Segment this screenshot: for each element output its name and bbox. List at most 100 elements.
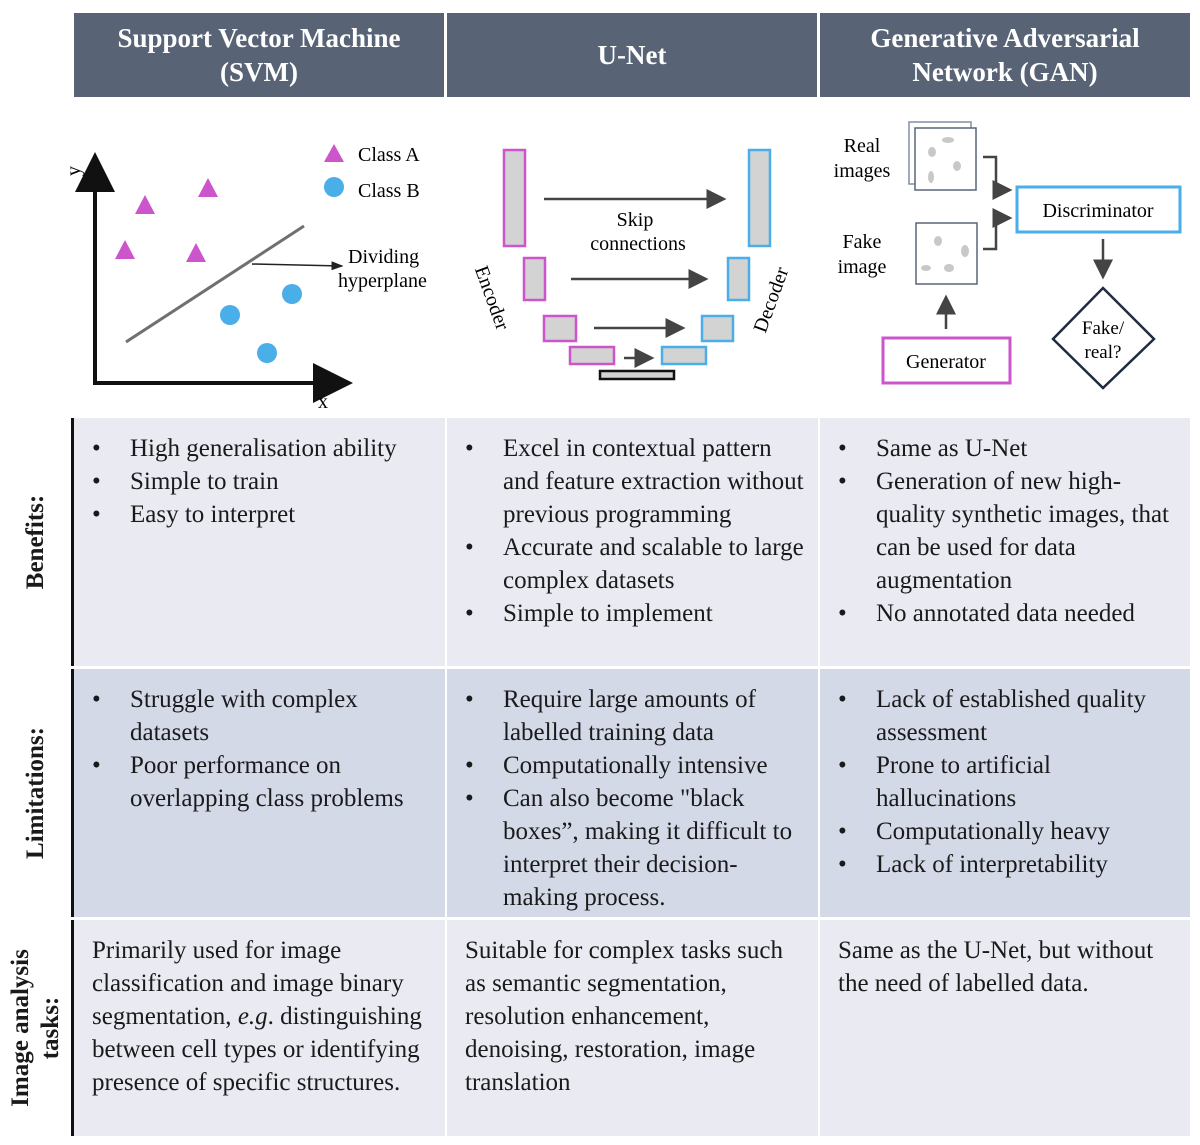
discriminator-label: Discriminator	[1042, 200, 1153, 222]
class-b-point	[257, 343, 277, 363]
list-item: Generation of new high-quality synthetic…	[838, 465, 1176, 597]
x-axis-label: x	[318, 391, 328, 413]
class-a-point	[186, 243, 206, 262]
decoder-block	[747, 148, 772, 248]
legend-class-b-label: Class B	[358, 180, 420, 202]
tasks-gan-cell: Same as the U-Net, but without the need …	[820, 920, 1190, 1136]
list-item: Lack of established quality assessment	[838, 683, 1176, 749]
encoder-block	[522, 256, 547, 302]
hyperplane-label-line1: Dividing	[348, 246, 419, 268]
decoder-block	[660, 345, 708, 366]
row-label-tasks-line1: Image analysis	[7, 949, 34, 1107]
tasks-unet-text: Suitable for complex tasks such as seman…	[465, 937, 783, 1096]
benefits-svm-cell: High generalisation ability Simple to tr…	[74, 418, 445, 666]
gan-diagram: Real images Fake image Discriminator Fak…	[834, 121, 1182, 390]
legend-class-a-label: Class A	[358, 144, 420, 166]
row-label-tasks-line2: tasks:	[37, 996, 64, 1060]
row-divider-tasks	[71, 920, 74, 1136]
real-images-label-line2: images	[834, 160, 891, 182]
cell-blob	[942, 137, 954, 143]
list-item: Easy to interpret	[92, 498, 431, 531]
legend-class-a-icon	[324, 144, 344, 162]
class-b-point	[220, 305, 240, 325]
fake-image-label-line2: image	[838, 256, 887, 278]
benefits-unet-cell: Excel in contextual pattern and feature …	[447, 418, 818, 666]
list-item: Require large amounts of labelled traini…	[465, 683, 804, 749]
unet-diagram: Skip connections Encoder Decoder	[470, 148, 793, 381]
tasks-svm-text-part: . distinguishing between cell types or i…	[92, 1003, 422, 1096]
fake-image	[915, 222, 978, 285]
generator-box	[881, 336, 1012, 385]
cell-blob	[928, 147, 936, 157]
row-label-limitations-text: Limitations:	[22, 727, 50, 859]
fake-to-discriminator-arrow	[983, 208, 1013, 251]
decoder-block	[700, 314, 735, 343]
cell-blob	[921, 265, 931, 271]
hyperplane-arrow	[251, 261, 344, 271]
skip-label-line1: Skip	[617, 209, 654, 231]
tasks-svm-text-italic: e.g	[237, 1003, 268, 1030]
header-gan-line2: Network (GAN)	[912, 57, 1098, 87]
row-label-tasks: Image analysis tasks:	[0, 920, 72, 1136]
list-item: No annotated data needed	[838, 597, 1176, 630]
fake-image-label-line1: Fake	[843, 231, 882, 253]
row-label-limitations: Limitations:	[0, 669, 72, 917]
header-unet: U-Net	[447, 13, 817, 97]
list-item: Same as U-Net	[838, 432, 1176, 465]
svm-diagram: y x Dividing hyperplane Class A Class B	[63, 144, 427, 413]
cell-blob	[953, 161, 961, 171]
row-divider-limitations	[71, 669, 74, 917]
list-item: Poor performance on overlapping class pr…	[92, 749, 431, 815]
list-item: Lack of interpretability	[838, 848, 1176, 881]
encoder-label: Encoder	[470, 263, 514, 333]
cell-blob	[928, 171, 934, 183]
header-gan-line1: Generative Adversarial	[870, 23, 1140, 53]
tasks-unet-cell: Suitable for complex tasks such as seman…	[447, 920, 818, 1136]
real-images-label-line1: Real	[844, 135, 881, 157]
header-unet-line1: U-Net	[597, 40, 667, 70]
list-item: Simple to implement	[465, 597, 804, 630]
tasks-svm-text: Primarily used for image classification …	[92, 934, 431, 1099]
tasks-svm-text-part: Primarily used for image classification …	[92, 937, 404, 1030]
generator-label: Generator	[906, 351, 986, 373]
limitations-gan-cell: Lack of established quality assessment P…	[820, 669, 1190, 917]
decoder-label: Decoder	[749, 264, 793, 335]
decoder-block	[726, 256, 751, 302]
class-a-point	[115, 240, 135, 259]
list-item: Prone to artificial hallucinations	[838, 749, 1176, 815]
list-item: Can also become "black boxes”, making it…	[465, 782, 804, 914]
encoder-block	[502, 148, 527, 248]
cell-blob	[934, 236, 942, 246]
row-label-benefits-text: Benefits:	[22, 494, 50, 590]
bottleneck-block	[598, 369, 676, 381]
class-a-point	[135, 195, 155, 214]
class-a-point	[198, 178, 218, 197]
list-item: Excel in contextual pattern and feature …	[465, 432, 804, 531]
encoder-block	[568, 345, 616, 366]
real-to-discriminator-arrow	[983, 155, 1013, 200]
limitations-unet-cell: Require large amounts of labelled traini…	[447, 669, 818, 917]
hyperplane-label-line2: hyperplane	[338, 270, 427, 292]
skip-label-line2: connections	[590, 233, 686, 255]
limitations-svm-cell: Struggle with complex datasets Poor perf…	[74, 669, 445, 917]
list-item: Simple to train	[92, 465, 431, 498]
header-svm: Support Vector Machine(SVM)	[74, 13, 444, 97]
decision-label-line1: Fake/	[1082, 318, 1125, 339]
list-item: Struggle with complex datasets	[92, 683, 431, 749]
list-item: Accurate and scalable to large complex d…	[465, 531, 804, 597]
row-label-tasks-text: Image analysis tasks:	[6, 949, 66, 1107]
header-svm-line1: Support Vector Machine	[117, 23, 401, 53]
cell-blob	[961, 245, 969, 257]
list-item: Computationally heavy	[838, 815, 1176, 848]
list-item: High generalisation ability	[92, 432, 431, 465]
cell-blob	[944, 264, 954, 272]
benefits-gan-cell: Same as U-Net Generation of new high-qua…	[820, 418, 1190, 666]
row-divider-benefits	[71, 418, 74, 666]
dividing-hyperplane	[125, 224, 305, 344]
class-b-point	[282, 284, 302, 304]
tasks-svm-cell: Primarily used for image classification …	[74, 920, 445, 1136]
decision-label-line2: real?	[1085, 342, 1122, 363]
y-axis-label: y	[63, 166, 85, 176]
tasks-gan-text: Same as the U-Net, but without the need …	[838, 937, 1154, 997]
